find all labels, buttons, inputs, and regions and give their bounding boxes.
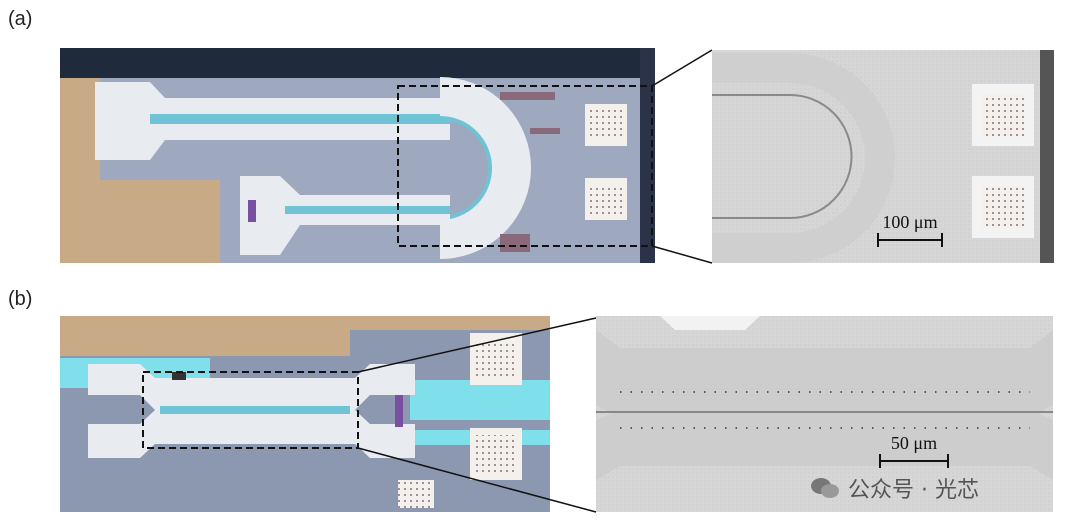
wechat-icon <box>811 478 839 498</box>
panel-a-micrograph <box>60 48 655 263</box>
panel-a-scale-label: 100 μm <box>882 212 937 232</box>
panel-b-micrograph <box>60 316 550 512</box>
panel-b-zoom-line-bottom <box>357 447 597 513</box>
panel-b-zoom-line-top <box>357 317 597 373</box>
watermark: 公众号 · 光芯 <box>810 472 979 504</box>
panel-a-zoom-line-top <box>651 49 713 87</box>
panel-a-sem-image <box>712 50 1054 263</box>
panel-b-scale-label: 50 μm <box>891 433 937 453</box>
panel-b-label: (b) <box>8 288 33 310</box>
panel-a-label: (a) <box>8 8 33 30</box>
panel-a-zoom-line-bottom <box>651 245 713 264</box>
watermark-text: 公众号 · 光芯 <box>848 478 979 503</box>
panel-a-scale-bar <box>877 233 943 247</box>
panel-b-scale-bar <box>879 454 949 468</box>
